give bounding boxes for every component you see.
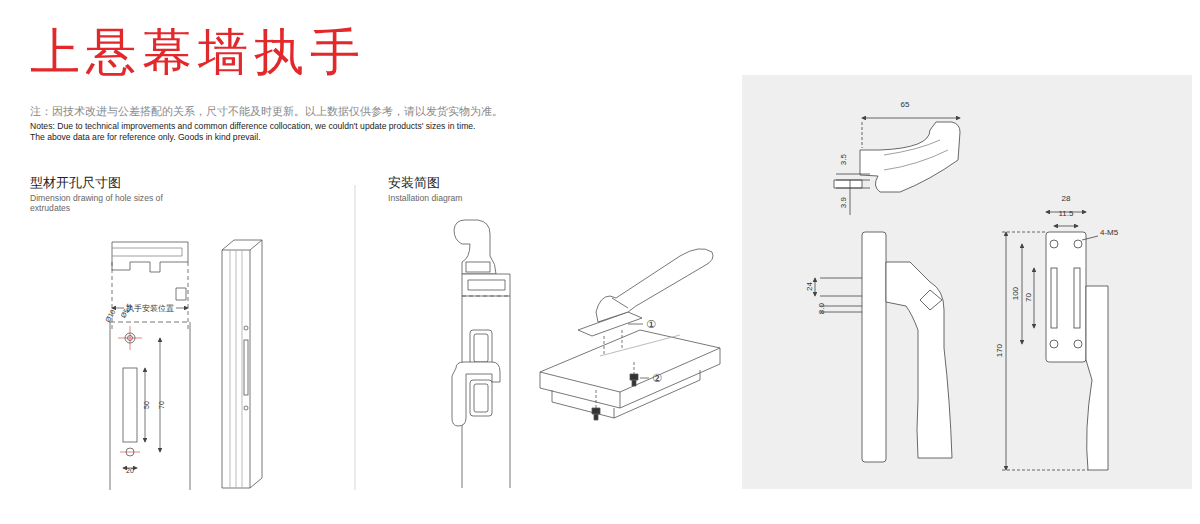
dimension: 170 [995, 344, 1004, 357]
callout-number: ② [652, 372, 662, 385]
dimension: 3.5 [839, 154, 848, 165]
dimension: 28 [1062, 194, 1071, 203]
note: 注：因技术改进与公差搭配的关系，尺寸不能及时更新。以上数据仅供参考，请以发货实物… [30, 105, 503, 118]
section-heading: 安装简图 [388, 176, 440, 190]
page-title: 上悬幕墙执手 [30, 24, 366, 82]
note: The above data are for reference only. G… [30, 133, 261, 143]
dimension: 70 [1023, 294, 1032, 303]
dimension: 100 [1011, 287, 1020, 300]
callout-number: ① [646, 318, 656, 331]
dimension: 3.9 [839, 197, 848, 208]
dimension: 50 [143, 401, 151, 409]
dimension: 4-M5 [1100, 228, 1118, 237]
dimension: 20 [126, 467, 134, 475]
dimension: 65 [901, 100, 910, 109]
dimension: 11.5 [1059, 209, 1074, 218]
note: Notes: Due to technical improvements and… [30, 122, 475, 132]
dimension: Ø10 [104, 308, 118, 323]
section-heading: 型材开孔尺寸图 [30, 176, 121, 190]
dimension: 70 [158, 401, 166, 409]
section-subheading: Dimension drawing of hole sizes of extru… [30, 194, 170, 214]
dimension: 8.0 [817, 303, 826, 314]
dimension: 24 [804, 283, 813, 292]
section-subheading: Installation diagram [388, 194, 463, 204]
